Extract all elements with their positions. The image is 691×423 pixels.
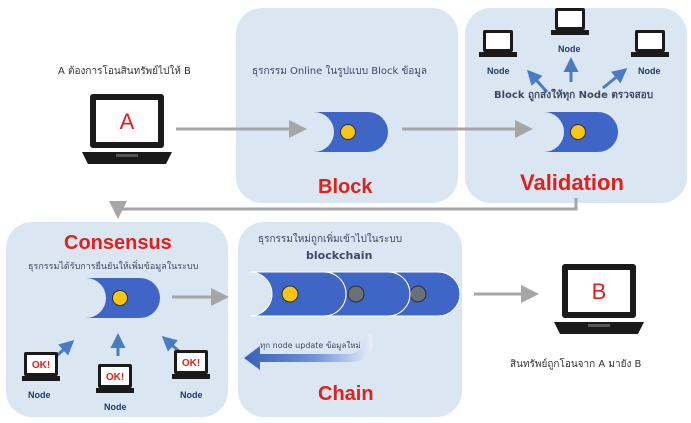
ok-screen-text: OK! [32, 360, 50, 371]
chain-caption-line1: ธุรกรรมใหม่ถูกเพิ่มเข้าไปในระบบ [258, 234, 403, 245]
receiver-caption: สินทรัพย์ถูกโอนจาก A มายัง B [510, 359, 642, 370]
validation-node-label: Node [558, 44, 581, 54]
chain-block-2 [323, 271, 411, 317]
consensus-node-label: Node [104, 402, 127, 412]
consensus-caption: ธุรกรรมได้รับการยืนยันให้เพิ่มข้อมูลในระ… [28, 262, 199, 272]
blockchain-graphic [249, 271, 461, 317]
laptop-a-label: A [120, 109, 135, 134]
sender-caption: A ต้องการโอนสินทรัพย์ไปให้ B [58, 66, 191, 77]
consensus-node-label: Node [180, 390, 203, 400]
validation-block-icon [544, 112, 618, 152]
block-panel [236, 8, 458, 203]
validation-node-label: Node [487, 66, 510, 76]
arrow-validation-to-consensus [109, 198, 578, 219]
ok-screen-text: OK! [182, 358, 200, 369]
validation-nodes-graphic [479, 8, 669, 94]
validation-node-label: Node [638, 66, 661, 76]
node-monitor-icon [479, 30, 517, 57]
chain-caption-line2: blockchain [306, 249, 373, 262]
ok-node-monitor-icon: OK! [96, 364, 134, 393]
block-icon [314, 112, 388, 152]
ok-node-monitor-icon: OK! [172, 350, 210, 379]
consensus-block-icon [86, 278, 160, 318]
block-title: Block [318, 176, 373, 198]
laptop-b-label: B [592, 279, 607, 304]
chain-block-1-new [249, 271, 347, 317]
block-caption: ธุรกรรม Online ในรูปแบบ Block ข้อมูล [252, 66, 428, 77]
consensus-node-label: Node [28, 390, 51, 400]
update-arrow [244, 334, 373, 370]
update-note: ทุก node update ข้อมูลใหม่ [260, 341, 361, 350]
ok-node-monitor-icon: OK! [22, 352, 60, 381]
laptop-a-icon: A [82, 94, 172, 164]
validation-title: Validation [520, 170, 624, 195]
node-monitor-icon [631, 30, 669, 57]
laptop-b-icon: B [554, 264, 644, 334]
node-monitor-icon [551, 8, 589, 35]
validation-caption: Block ถูกส่งให้ทุก Node ตรวจสอบ [494, 90, 654, 101]
chain-panel [238, 222, 462, 417]
ok-screen-text: OK! [106, 372, 124, 383]
chain-title: Chain [318, 383, 374, 405]
consensus-title: Consensus [64, 232, 172, 254]
